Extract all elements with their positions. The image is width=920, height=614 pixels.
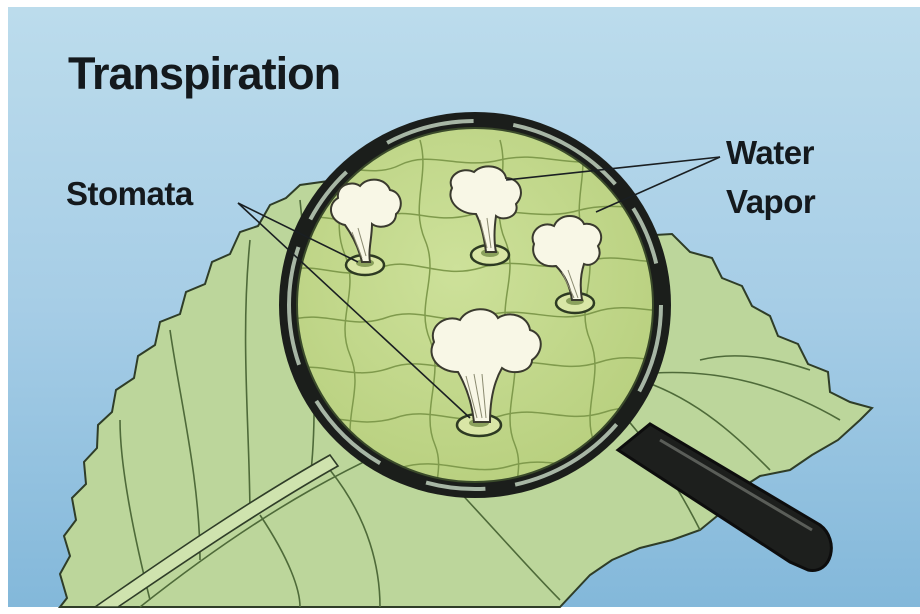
vapor-label: Vapor xyxy=(726,183,816,220)
photo-border-bottom xyxy=(0,607,920,614)
stomata-label: Stomata xyxy=(66,175,194,212)
page-title: Transpiration xyxy=(68,48,340,99)
water-label: Water xyxy=(726,134,815,171)
